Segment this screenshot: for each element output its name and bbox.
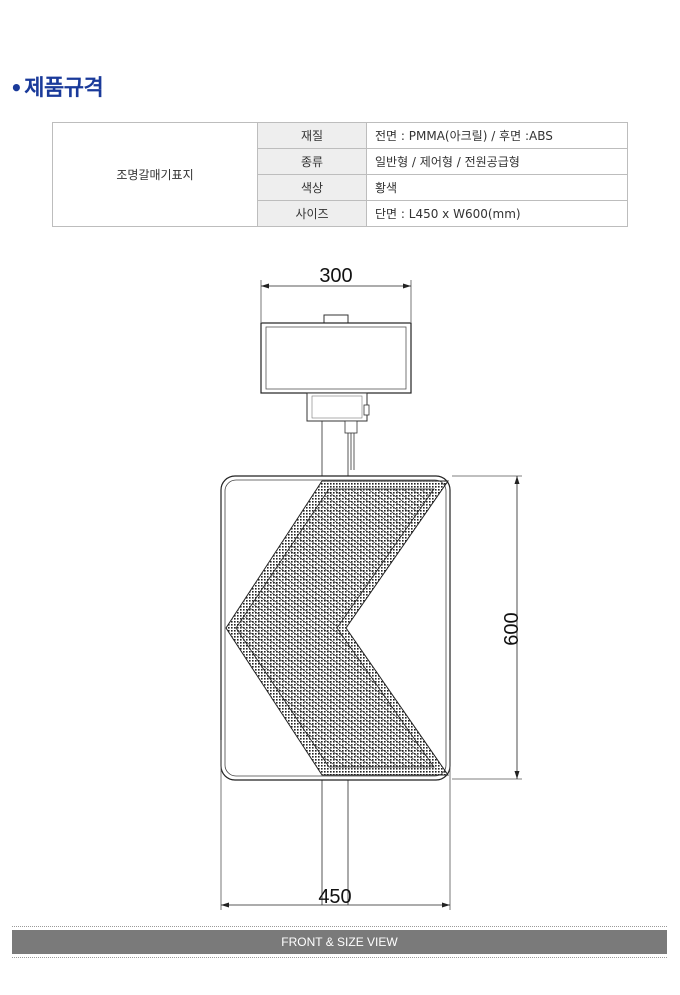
spec-table: 조명갈매기표지 재질 전면 : PMMA(아크릴) / 후면 :ABS 종류 일… <box>52 122 628 227</box>
spec-value-color: 황색 <box>366 174 628 201</box>
table-row: 색상 황색 <box>53 174 628 201</box>
spec-value-material: 전면 : PMMA(아크릴) / 후면 :ABS <box>366 122 628 149</box>
caption-bar: FRONT & SIZE VIEW <box>12 930 667 954</box>
divider-bottom <box>12 957 667 958</box>
spec-value-size: 단면 : L450 x W600(mm) <box>366 200 628 227</box>
dimension-top: 300 <box>260 265 412 322</box>
spec-label-material: 재질 <box>257 122 367 149</box>
spec-label-type: 종류 <box>257 148 367 175</box>
technical-drawing: 300 600 450 <box>220 265 523 910</box>
dim-top-width: 300 <box>319 265 352 287</box>
lamp-housing <box>260 314 412 470</box>
divider-top <box>12 926 667 927</box>
section-title: •제품규격 <box>10 70 104 102</box>
spec-label-size: 사이즈 <box>257 200 367 227</box>
chevron-arrow <box>225 480 449 776</box>
dim-bottom-width: 450 <box>318 886 351 908</box>
bullet-icon: • <box>10 76 23 100</box>
table-row: 조명갈매기표지 재질 전면 : PMMA(아크릴) / 후면 :ABS <box>52 122 628 227</box>
product-name-cell: 조명갈매기표지 <box>52 122 258 227</box>
dimension-right: 600 <box>452 475 523 780</box>
section-title-text: 제품규격 <box>24 76 104 101</box>
spec-label-color: 색상 <box>257 174 367 201</box>
dimension-bottom: 450 <box>220 740 451 910</box>
spec-value-type: 일반형 / 제어형 / 전원공급형 <box>366 148 628 175</box>
table-row: 종류 일반형 / 제어형 / 전원공급형 <box>53 148 628 175</box>
table-row: 사이즈 단면 : L450 x W600(mm) <box>53 200 628 227</box>
dim-height: 600 <box>501 612 523 645</box>
